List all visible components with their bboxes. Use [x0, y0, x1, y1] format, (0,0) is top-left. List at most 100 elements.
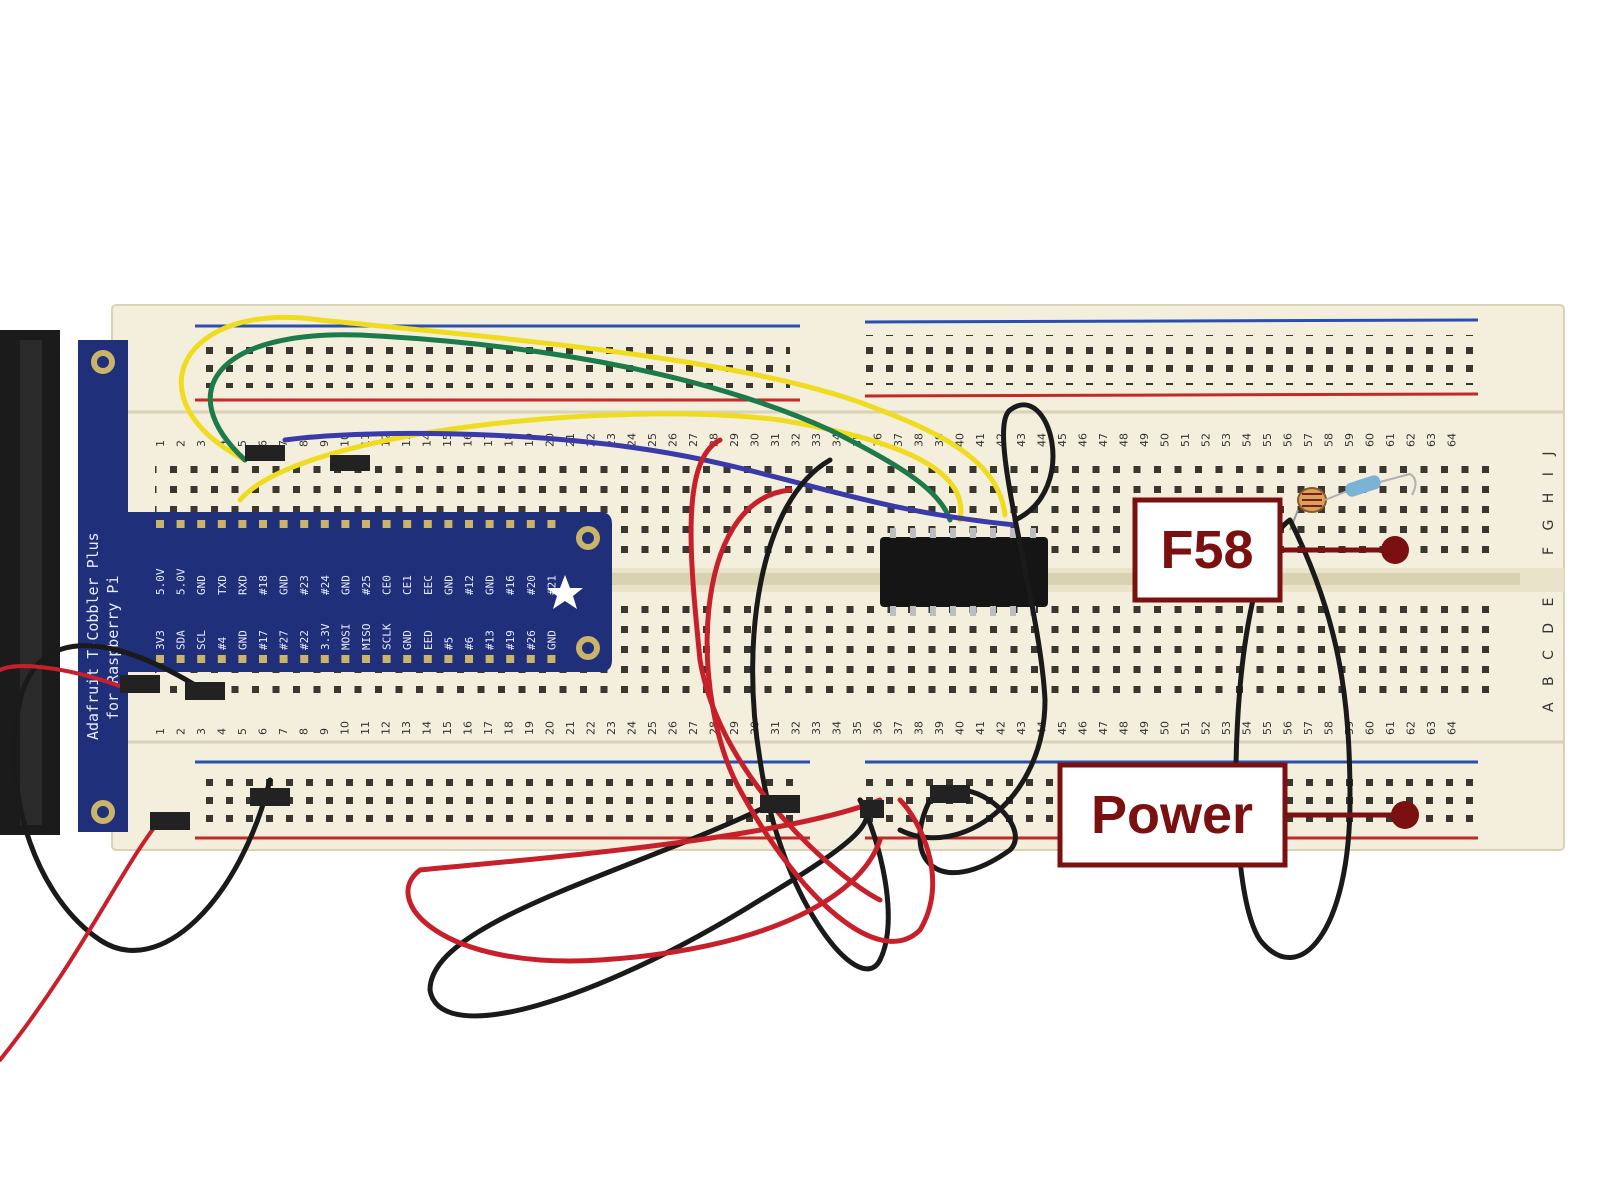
column-number: 19: [523, 721, 536, 735]
column-number: 10: [339, 721, 352, 735]
column-number: 33: [810, 433, 823, 447]
header-pin: [238, 655, 247, 663]
ic-chip: [880, 528, 1048, 616]
header-pin: [238, 520, 247, 528]
header-pin: [279, 520, 288, 528]
chip-leg: [1010, 528, 1016, 538]
pin-label-bottom: MOSI: [339, 624, 352, 651]
column-number: 2: [175, 440, 188, 447]
header-pin: [444, 655, 453, 663]
column-number: 44: [1036, 433, 1049, 447]
pin-label-top: #20: [525, 575, 538, 595]
header-pin: [259, 520, 267, 528]
pin-label-bottom: SDA: [175, 630, 188, 650]
column-number: 63: [1425, 433, 1438, 447]
column-number: 41: [974, 433, 987, 447]
column-number: 43: [1015, 433, 1028, 447]
column-number: 46: [1077, 721, 1090, 735]
row-letters-bottom: A B C D E: [1541, 592, 1557, 712]
column-number: 9: [318, 440, 331, 447]
column-number: 5: [236, 440, 249, 447]
pin-label-top: #24: [319, 575, 332, 595]
column-number: 15: [441, 433, 454, 447]
column-number: 4: [216, 728, 229, 735]
header-pin: [506, 520, 515, 528]
column-number: 57: [1302, 721, 1315, 735]
column-number: 49: [1138, 721, 1151, 735]
row-letters-top: F G H I J: [1541, 446, 1557, 556]
column-number: 59: [1343, 433, 1356, 447]
header-pin: [320, 655, 329, 663]
column-number: 52: [1200, 433, 1213, 447]
column-number: 35: [851, 721, 864, 735]
column-number: 3: [195, 728, 208, 735]
chip-leg: [990, 528, 996, 538]
column-number: 37: [892, 721, 905, 735]
adafruit-logo: [547, 575, 583, 609]
header-pin: [465, 520, 473, 528]
column-number: 8: [298, 440, 311, 447]
column-number: 17: [482, 721, 495, 735]
column-number: 54: [1241, 721, 1254, 735]
chip-leg: [910, 528, 916, 538]
header-pin: [526, 655, 535, 663]
pin-label-top: GND: [278, 575, 291, 595]
header-pin: [403, 655, 412, 663]
callout-f58-label: F58: [1160, 520, 1253, 580]
column-number: 40: [954, 433, 967, 447]
pin-label-top: #12: [463, 575, 476, 595]
column-number: 51: [1179, 433, 1192, 447]
column-number: 26: [667, 433, 680, 447]
column-number: 47: [1097, 433, 1110, 447]
pin-label-bottom: #19: [504, 630, 517, 650]
pin-label-top: 5.0V: [175, 568, 188, 595]
wires-back: [178, 314, 1018, 528]
header-pin: [382, 520, 391, 528]
pin-label-bottom: #22: [298, 630, 311, 650]
chip-leg: [1010, 606, 1016, 616]
column-number: 6: [257, 728, 270, 735]
column-number: 20: [544, 721, 557, 735]
header-pin: [279, 655, 288, 663]
column-number: 11: [359, 721, 372, 735]
callout-power-label: Power: [1091, 785, 1253, 845]
header-pin: [485, 520, 494, 528]
header-pin: [217, 655, 226, 663]
column-number: 38: [913, 721, 926, 735]
column-number: 49: [1138, 433, 1151, 447]
pin-label-top: TXD: [216, 575, 229, 595]
column-number: 16: [462, 721, 475, 735]
column-number: 26: [667, 721, 680, 735]
column-number: 14: [421, 433, 434, 447]
column-number: 27: [687, 433, 700, 447]
header-pin: [362, 655, 370, 663]
column-number: 7: [277, 440, 290, 447]
column-number: 61: [1384, 721, 1397, 735]
column-number: 15: [441, 721, 454, 735]
header-pin: [382, 655, 391, 663]
pin-label-top: GND: [195, 575, 208, 595]
header-pin: [547, 655, 556, 663]
pin-label-bottom: #27: [278, 630, 291, 650]
pin-label-bottom: #6: [463, 637, 476, 650]
column-number: 48: [1118, 721, 1131, 735]
column-number: 52: [1200, 721, 1213, 735]
header-pin: [156, 520, 164, 528]
header-pin: [444, 520, 453, 528]
column-number: 60: [1364, 721, 1377, 735]
ribbon-connector: [0, 330, 60, 835]
column-number: 58: [1323, 721, 1336, 735]
column-number: 37: [892, 433, 905, 447]
pin-label-top: CE0: [381, 575, 394, 595]
column-number: 30: [749, 433, 762, 447]
column-number: 63: [1425, 721, 1438, 735]
column-number: 40: [954, 721, 967, 735]
column-number: 9: [318, 728, 331, 735]
column-number: 29: [728, 721, 741, 735]
header-pin: [423, 520, 432, 528]
header-pin: [506, 655, 515, 663]
column-number: 36: [872, 721, 885, 735]
